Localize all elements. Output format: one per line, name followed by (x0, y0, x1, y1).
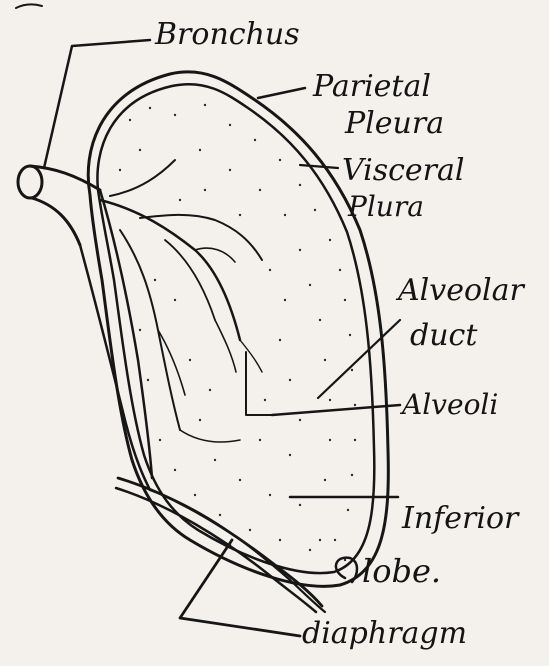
label-visceral-line1: Visceral (342, 153, 465, 188)
label-alveolar-line2: duct (410, 318, 478, 353)
label-alveolar-line1: Alveolar (395, 273, 526, 308)
label-parietal-line2: Pleura (344, 106, 444, 141)
label-parietal-line1: Parietal (312, 69, 431, 104)
label-diaphragm: diaphragm (302, 616, 467, 651)
label-lobe: lobe. (362, 552, 441, 590)
label-visceral-line2: Plura (347, 190, 424, 223)
label-inferior: Inferior (401, 501, 520, 536)
label-alveoli: Alveoli (399, 388, 498, 421)
label-bronchus: Bronchus (154, 17, 300, 52)
